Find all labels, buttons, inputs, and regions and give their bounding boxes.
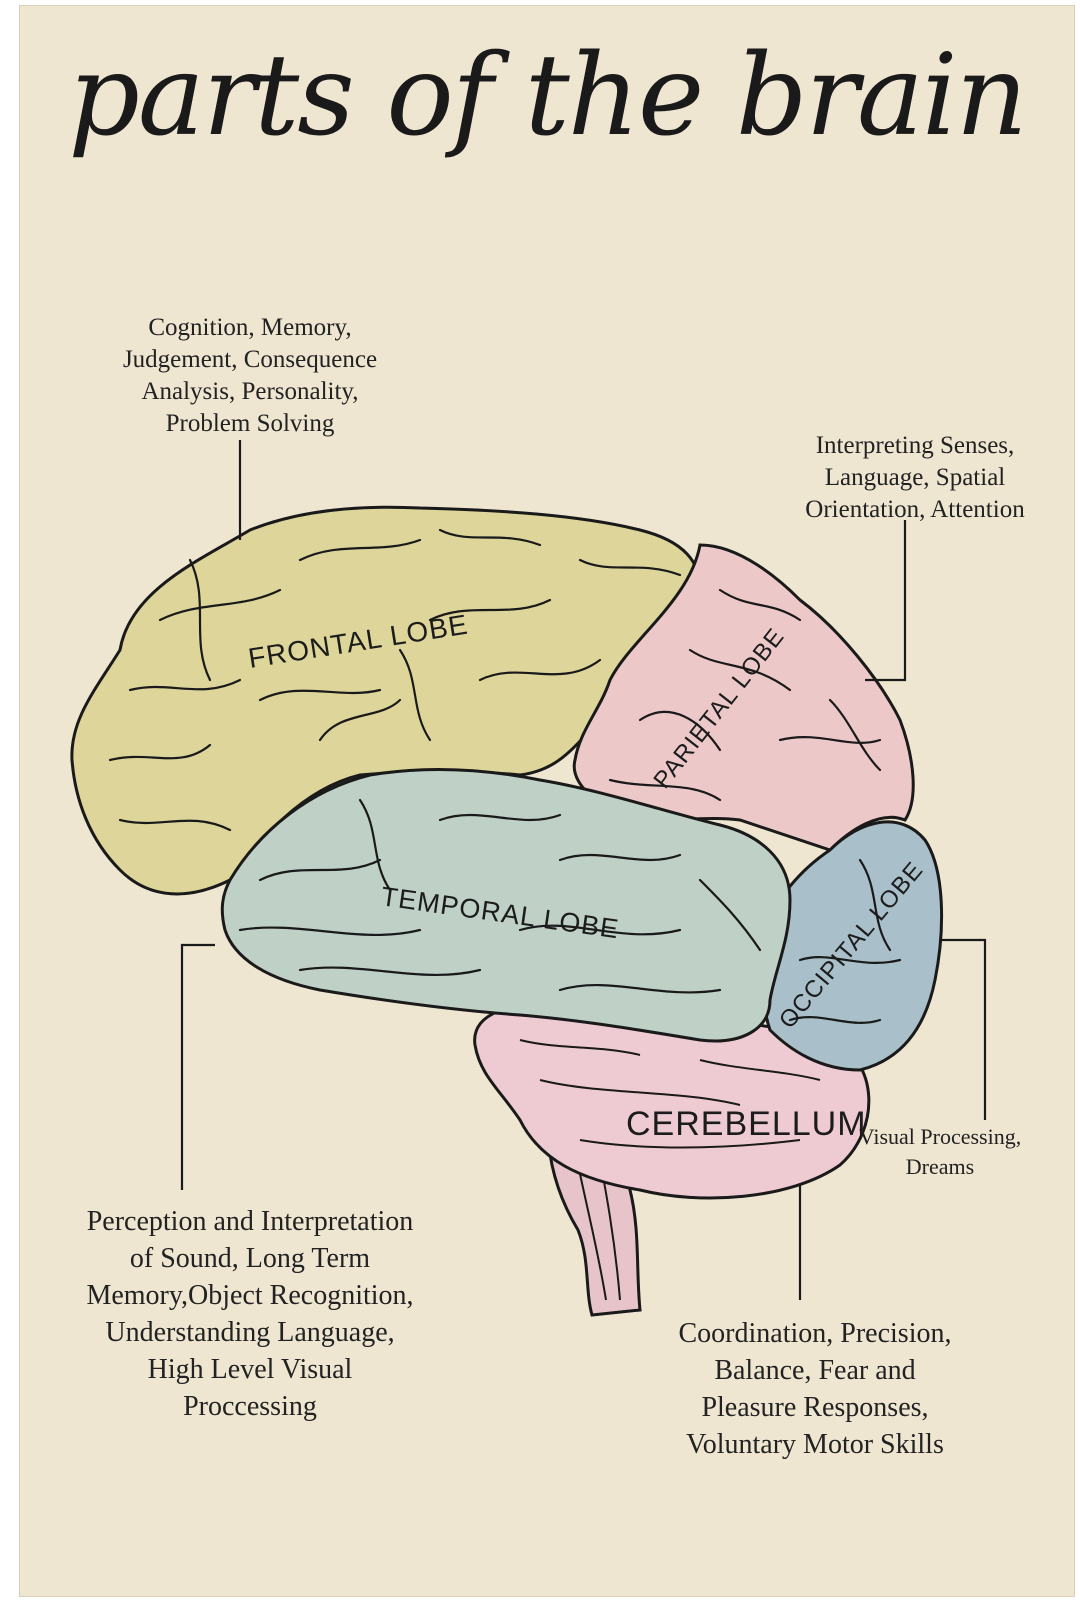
- occipital-gyri: [788, 858, 902, 1024]
- poster-title: parts of the brain: [68, 31, 1028, 161]
- occipital-lobe-description: Visual Processing, Dreams: [858, 1124, 1022, 1179]
- parietal-leader-line: [865, 520, 907, 682]
- temporal-gyri: [238, 798, 762, 994]
- frontal-gyri: [108, 528, 682, 832]
- temporal-lobe-shape: [220, 768, 792, 1043]
- frontal-lobe-description: Cognition, Memory, Judgement, Consequenc…: [122, 314, 378, 437]
- cerebellum-description: Coordination, Precision, Balance, Fear a…: [678, 1318, 952, 1460]
- occipital-leader-line: [940, 938, 987, 1120]
- temporal-leader-line: [180, 943, 215, 1190]
- parietal-lobe-shape: [572, 543, 915, 852]
- parietal-gyri: [608, 588, 882, 802]
- parietal-lobe-description: Interpreting Senses, Language, Spatial O…: [805, 432, 1025, 523]
- temporal-lobe-description: Perception and Interpretation of Sound, …: [86, 1206, 414, 1422]
- leader-lines: [180, 440, 987, 1300]
- cerebellum-label: CEREBELLUM: [626, 1105, 867, 1143]
